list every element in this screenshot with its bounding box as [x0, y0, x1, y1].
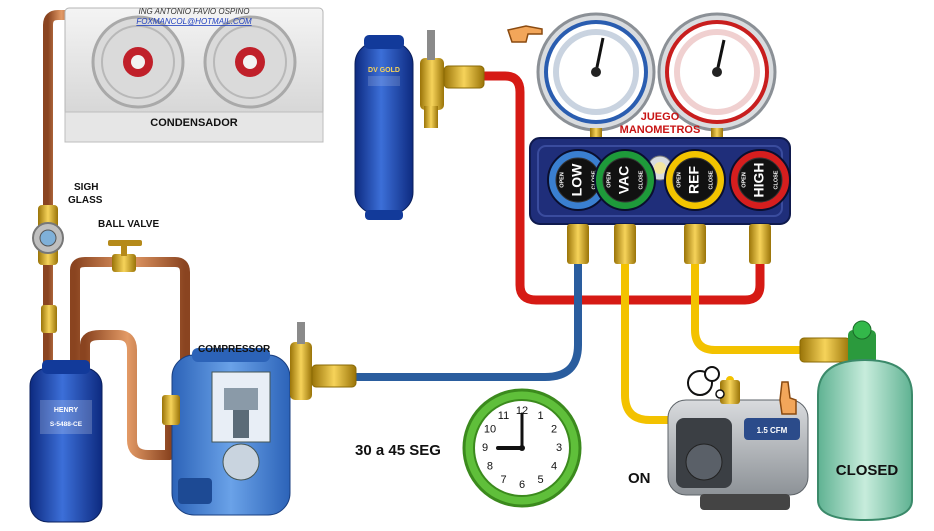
yellow-hose-tank [691, 258, 804, 354]
pump-label: 1.5 CFM [757, 426, 788, 435]
clock-number: 1 [537, 410, 543, 422]
accumulator-model: S-5488-CE [50, 421, 83, 428]
gauges-label-line2: MANOMETROS [620, 124, 701, 136]
hand-pointer-icon [507, 25, 543, 43]
sight-glass-label-line2: GLASS [68, 195, 103, 206]
timer-label: 30 a 45 SEG [355, 442, 441, 459]
manifold-knobs: LOWOPENCLOSEVACOPENCLOSEREFOPENCLOSEHIGH… [547, 149, 791, 211]
refrigerant-tank [799, 320, 913, 522]
knob-close-label: CLOSE [773, 170, 779, 189]
compressor-label: COMPRESSOR [198, 344, 271, 355]
clock-number: 11 [498, 410, 509, 422]
condenser-label: CONDENSADOR [150, 117, 237, 129]
suction-accumulator: HENRY S-5488-CE [29, 360, 103, 523]
condenser-fan-left [91, 15, 185, 109]
manifold-knob-high[interactable]: HIGH OPEN CLOSE [729, 149, 791, 211]
knob-label: HIGH [751, 163, 767, 198]
manifold-knob-vac[interactable]: VAC OPEN CLOSE [594, 149, 656, 211]
clock-number: 8 [487, 460, 493, 472]
compressor [162, 348, 291, 516]
credit-email: FOXMANCOL@HOTMAIL.COM [136, 17, 252, 26]
manifold-knob-ref[interactable]: REF OPEN CLOSE [664, 149, 726, 211]
liquid-receiver: DV GOLD [354, 35, 414, 220]
knob-label: REF [686, 166, 702, 194]
knob-open-label: OPEN [606, 172, 612, 188]
red-hose [475, 71, 765, 305]
knob-open-label: OPEN [676, 172, 682, 188]
knob-close-label: CLOSE [708, 170, 714, 189]
pump-state-label: ON [628, 470, 651, 487]
high-pressure-gauge [657, 12, 777, 140]
ball-valve [108, 240, 142, 272]
hand-pointer-icon [779, 381, 797, 415]
clock-number: 12 [516, 405, 528, 417]
manifold-knob-low[interactable]: LOWOPENCLOSE [547, 149, 609, 211]
clock-center [519, 445, 525, 451]
knob-label: VAC [616, 166, 632, 195]
blue-hose [351, 258, 582, 381]
receiver-service-valve [420, 30, 485, 128]
tank-state-label: CLOSED [836, 462, 899, 479]
yellow-hose-pump [621, 258, 734, 424]
ball-valve-label: BALL VALVE [98, 219, 159, 230]
thought-bubble-icon [687, 366, 725, 399]
credit-author: ING ANTONIO FAVIO OSPINO [139, 7, 250, 16]
sight-glass [32, 205, 64, 265]
manifold-ports [567, 224, 771, 264]
compressor-service-valve [290, 322, 357, 400]
condenser-unit: ING ANTONIO FAVIO OSPINO FOXMANCOL@HOTMA… [64, 7, 324, 143]
knob-label: LOW [569, 163, 585, 196]
condenser-fan-right [203, 15, 297, 109]
sight-glass-label-line1: SIGH [74, 182, 98, 193]
vacuum-pump: 1.5 CFM [667, 380, 809, 510]
knob-open-label: OPEN [559, 172, 565, 188]
copper-fitting [41, 305, 57, 333]
drier-brand: DV GOLD [368, 67, 400, 74]
gauges-label-line1: JUEGO [641, 111, 680, 123]
knob-close-label: CLOSE [638, 170, 644, 189]
clock-number: 3 [556, 442, 562, 454]
knob-open-label: OPEN [741, 172, 747, 188]
clock-number: 10 [484, 423, 496, 435]
clock-number: 6 [519, 479, 525, 491]
clock-number: 2 [551, 423, 557, 435]
clock-number: 9 [482, 442, 488, 454]
accumulator-brand: HENRY [54, 407, 79, 414]
clock-number: 7 [500, 474, 506, 486]
clock-number: 4 [551, 460, 557, 472]
clock-number: 5 [537, 474, 543, 486]
low-pressure-gauge [536, 12, 656, 140]
